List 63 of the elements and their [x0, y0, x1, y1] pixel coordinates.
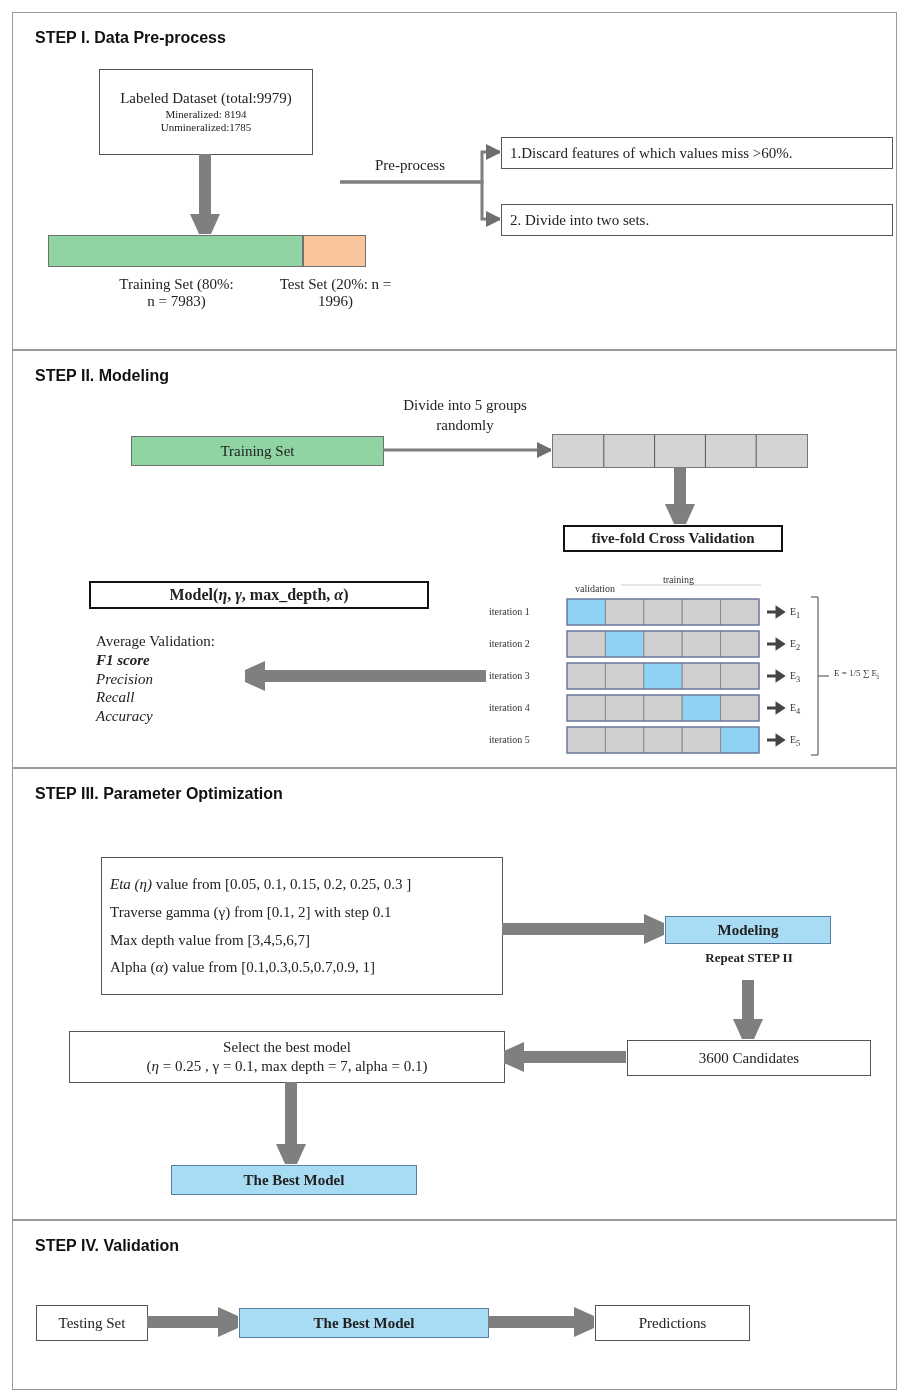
- metric-text: Precision: [96, 669, 153, 689]
- box-text: Predictions: [638, 1313, 707, 1333]
- box-text: Max depth value from [3,4,5,6,7]: [110, 930, 310, 950]
- panel-heading: STEP I. Data Pre-process: [35, 29, 226, 47]
- grid-label: iteration 3: [489, 670, 530, 681]
- process-box: [89, 581, 429, 609]
- step-panel: [12, 1220, 897, 1390]
- metric-text: Average Validation:: [96, 632, 215, 651]
- process-box: [563, 525, 783, 552]
- box-text: Modeling: [717, 920, 779, 940]
- box-text: (η = 0.25 , γ = 0.1, max depth = 7, alpha = 0.1): [146, 1057, 428, 1076]
- training-set-bar: [131, 436, 384, 466]
- box-text: Select the best model: [223, 1038, 351, 1057]
- grid-label: E$_{5}$: [790, 734, 801, 748]
- step-panel: [12, 768, 897, 1220]
- process-box: [69, 1031, 505, 1083]
- grid-label: iteration 1: [489, 606, 530, 617]
- grid-label: iteration 2: [489, 638, 530, 649]
- box-text: five-fold Cross Validation: [591, 529, 755, 548]
- process-box: [99, 69, 313, 155]
- grid-label: E$_{2}$: [790, 638, 801, 652]
- formula-text: E = 1/5 ∑ E$_{i}$: [834, 668, 880, 681]
- caption-text: Test Set (20%: n = 1996): [278, 276, 393, 311]
- metric-text: F1 score: [96, 650, 150, 670]
- box-text: The Best Model: [313, 1313, 415, 1333]
- box-text: Eta (η) value from [0.05, 0.1, 0.15, 0.2, 0.25, 0.3 ]: [110, 875, 412, 894]
- box-text: Training Set: [220, 441, 295, 461]
- panel-heading: STEP III. Parameter Optimization: [35, 785, 283, 803]
- metric-text: Accuracy: [96, 707, 153, 726]
- process-box: [595, 1305, 750, 1341]
- box-text: Traverse gamma (γ) from [0.1, 2] with step 0.1: [110, 902, 392, 922]
- box-text: 1.Discard features of which values miss >60%.: [510, 143, 793, 163]
- caption-text: Repeat STEP II: [704, 951, 794, 966]
- box-text: 2. Divide into two sets.: [510, 210, 650, 230]
- process-box: [501, 137, 893, 169]
- box-text: Unmineralized:1785: [160, 121, 252, 136]
- process-box: [501, 204, 893, 236]
- grid-label: validation: [575, 583, 615, 594]
- box-text: Testing Set: [58, 1313, 126, 1333]
- model-box: [239, 1308, 489, 1338]
- box-text: Labeled Dataset (total:9979): [120, 88, 292, 108]
- metric-text: Recall: [96, 688, 135, 708]
- panel-heading: STEP II. Modeling: [35, 367, 169, 385]
- process-box: [627, 1040, 871, 1076]
- fold-bar: [552, 434, 808, 468]
- grid-label: iteration 5: [489, 734, 530, 745]
- grid-label: training: [663, 574, 695, 585]
- grid-label: E$_{1}$: [790, 606, 801, 620]
- grid-label: E$_{3}$: [790, 670, 801, 684]
- grid-label: iteration 4: [489, 702, 530, 713]
- box-text: Model(η, γ, max_depth, α): [169, 585, 349, 605]
- caption-text: Training Set (80%: n = 7983): [118, 276, 235, 311]
- box-text: Mineralized: 8194: [165, 107, 247, 122]
- process-box: [101, 857, 503, 995]
- panel-heading: STEP IV. Validation: [35, 1237, 180, 1255]
- step-panel: [12, 12, 897, 350]
- grid-label: E$_{4}$: [790, 702, 801, 716]
- process-box: [36, 1305, 148, 1341]
- model-box: [171, 1165, 417, 1195]
- box-text: 3600 Candidates: [698, 1048, 800, 1068]
- box-text: The Best Model: [243, 1170, 345, 1190]
- box-text: Alpha (α) value from [0.1,0.3,0.5,0.7,0.9, 1]: [110, 958, 375, 977]
- step-panel: [12, 350, 897, 768]
